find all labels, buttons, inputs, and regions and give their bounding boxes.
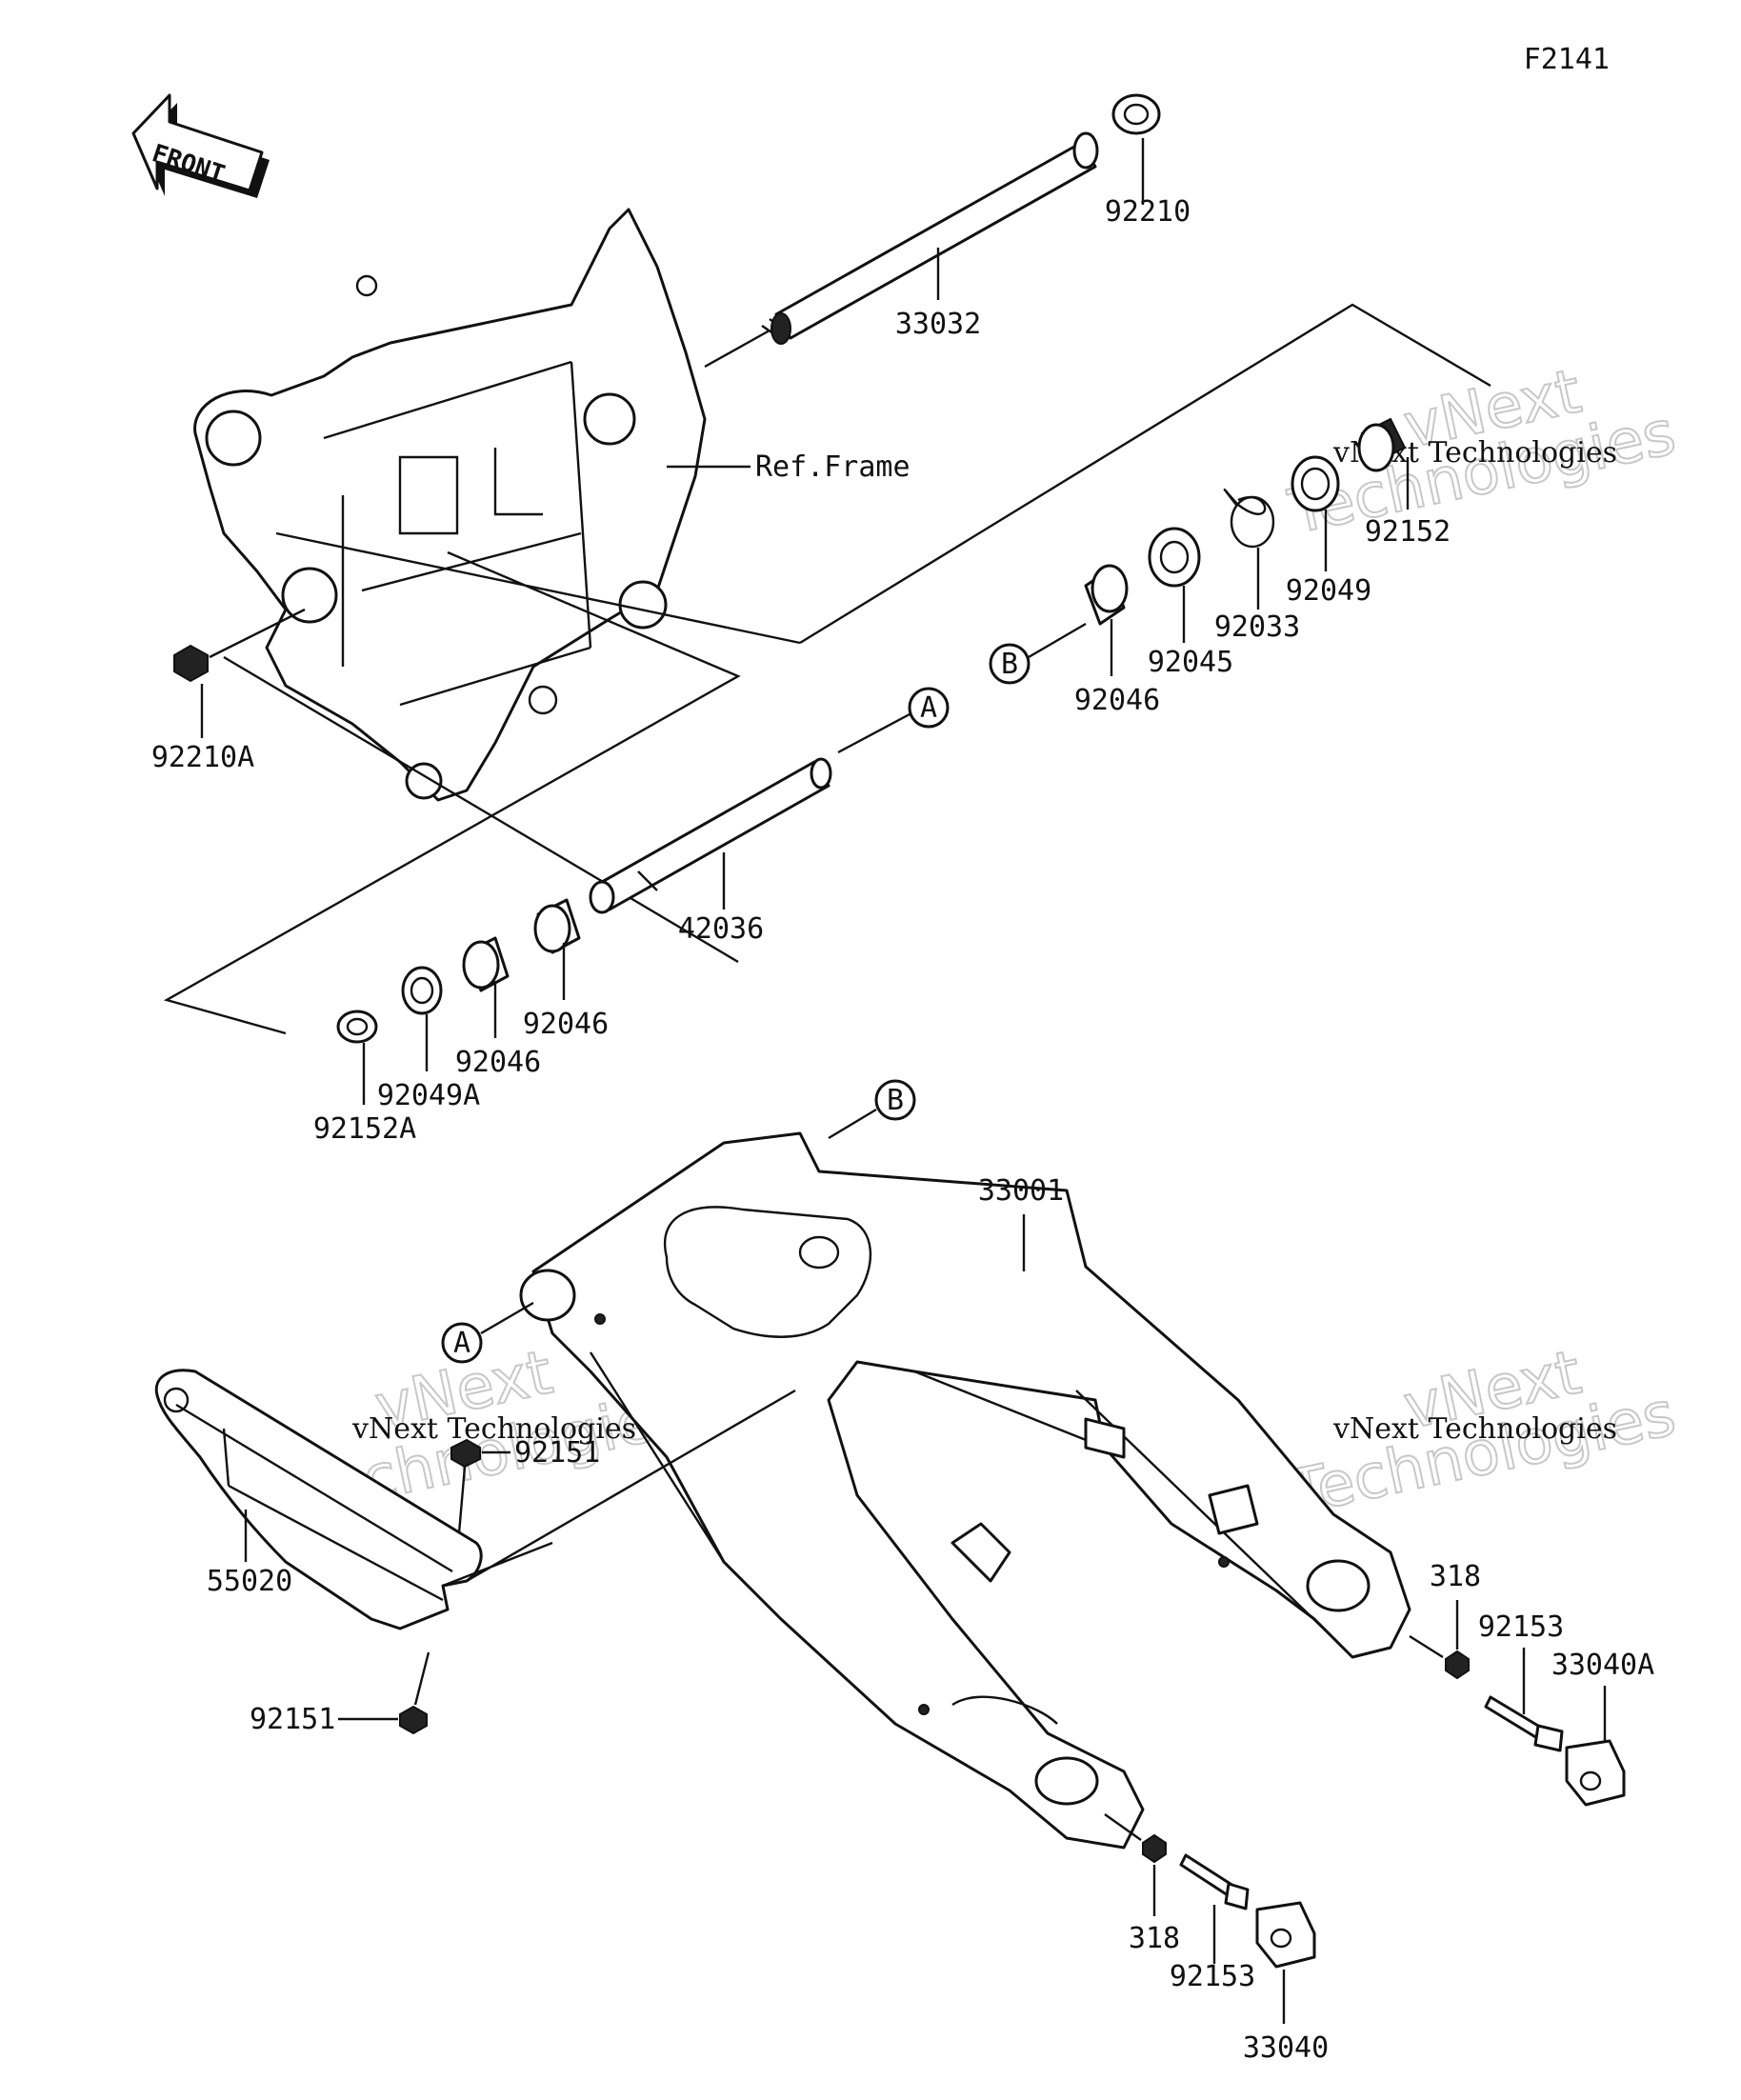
- part-92153-right: 92153: [1478, 1610, 1564, 1644]
- svg-text:vNext Technologies: vNext Technologies: [1332, 1412, 1617, 1446]
- bolt-92153-bottom: [1179, 1853, 1250, 1910]
- part-92152A: 92152A: [313, 1112, 416, 1146]
- pivot-shaft-33032: [704, 131, 1099, 369]
- part-55020: 55020: [207, 1565, 292, 1598]
- needle-bearing-92046-c: [533, 898, 581, 954]
- part-92049: 92049: [1286, 574, 1371, 608]
- watermark-bottom-right: vNext Technologies vNext Technologies: [1282, 1336, 1683, 1530]
- adjuster-33040A: [1565, 1739, 1626, 1807]
- svg-text:A: A: [453, 1327, 470, 1360]
- sleeve-92152: [1357, 417, 1407, 472]
- chain-guard-55020: [154, 1369, 796, 1630]
- part-33040A: 33040A: [1551, 1649, 1654, 1682]
- part-92210A: 92210A: [151, 741, 254, 774]
- part-92153-bottom: 92153: [1170, 1960, 1255, 1993]
- part-92046-c: 92046: [523, 1008, 609, 1041]
- swingarm-33001: [519, 1131, 1411, 1850]
- bracket-lower: [163, 531, 801, 1035]
- nut-318-bottom: [1104, 1813, 1167, 1864]
- svg-text:vNext Technologies: vNext Technologies: [351, 1412, 636, 1446]
- needle-bearing-92046-upper: [1084, 564, 1129, 626]
- part-92046-d: 92046: [455, 1046, 541, 1079]
- part-33040: 33040: [1243, 2031, 1329, 2065]
- part-33001: 33001: [978, 1174, 1064, 1208]
- part-92045: 92045: [1148, 646, 1233, 679]
- figure-code: F2141: [1524, 43, 1610, 76]
- adjuster-33040: [1255, 1901, 1316, 1969]
- bracket-upper: [799, 303, 1491, 645]
- part-318-right: 318: [1430, 1560, 1481, 1593]
- nut-318-right: [1409, 1634, 1470, 1680]
- bolt-92153-right: [1484, 1695, 1564, 1752]
- part-92210: 92210: [1105, 195, 1191, 229]
- ref-a-upper: A: [837, 687, 950, 754]
- part-92152: 92152: [1365, 515, 1451, 549]
- ref-b-lower: B: [828, 1079, 916, 1140]
- part-92046-b: 92046: [1074, 684, 1160, 717]
- part-33032: 33032: [895, 308, 981, 341]
- part-92049A: 92049A: [377, 1079, 480, 1112]
- ref-b-upper: B: [989, 622, 1087, 685]
- frame-reference: [193, 208, 707, 802]
- needle-bearing-92046-d: [462, 936, 510, 992]
- front-arrow-icon: FRONT: [131, 93, 270, 198]
- part-92151-top: 92151: [514, 1436, 600, 1470]
- part-92033: 92033: [1214, 610, 1300, 644]
- part-92151-bottom: 92151: [250, 1703, 335, 1736]
- collar-42036: [589, 757, 832, 914]
- bolt-92151-top: [450, 1438, 481, 1534]
- svg-text:B: B: [1001, 648, 1018, 681]
- seal-92049: [1291, 455, 1340, 512]
- bearing-92045: [1148, 527, 1201, 588]
- nut-92210A: [173, 608, 306, 683]
- ref-a-lower: A: [441, 1301, 534, 1364]
- snap-ring-92033: [1223, 489, 1275, 549]
- bolt-92151-bottom: [399, 1651, 430, 1735]
- ref-frame-label: Ref.Frame: [755, 450, 911, 484]
- svg-text:B: B: [887, 1084, 904, 1117]
- part-42036: 42036: [678, 912, 764, 946]
- nut-92210: [1111, 93, 1161, 135]
- part-318-bottom: 318: [1129, 1922, 1180, 1955]
- sleeve-92152A: [336, 1010, 378, 1044]
- watermark-top-right: vNext Technologies vNext Technologies: [1282, 355, 1683, 549]
- svg-text:A: A: [920, 691, 937, 725]
- seal-92049A: [401, 966, 443, 1015]
